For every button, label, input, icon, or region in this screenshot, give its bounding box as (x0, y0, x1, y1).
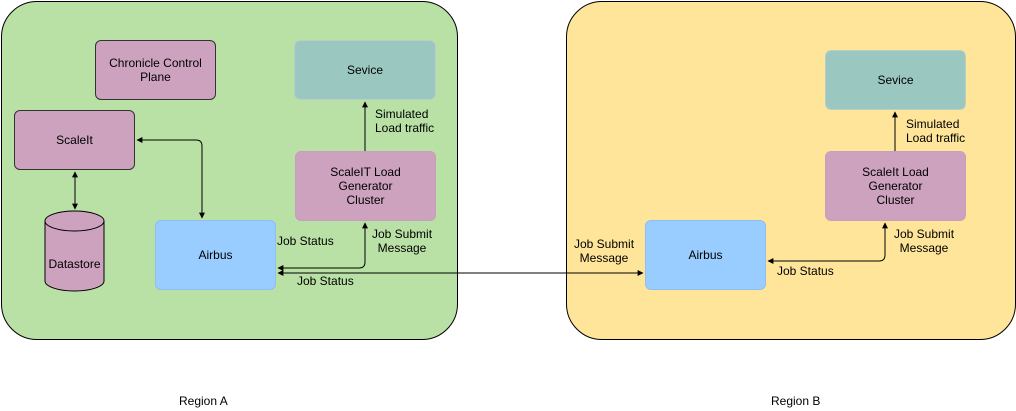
edge-label-job-submit-cross: Job Submit Message (574, 237, 635, 265)
database-cylinder-icon (44, 210, 105, 292)
edge-label-job-submit-b: Job Submit Message (894, 227, 955, 255)
scaleit-node: ScaleIt (14, 110, 135, 170)
load-generator-cluster-node-b: ScaleIt Load Generator Cluster (825, 151, 966, 221)
region-a-label: Region A (179, 394, 228, 408)
edge-label-job-submit-a: Job Submit Message (372, 227, 433, 255)
load-generator-cluster-node-a: ScaleIT Load Generator Cluster (295, 151, 436, 221)
airbus-node-b: Airbus (645, 220, 766, 290)
service-node-b: Sevice (825, 50, 966, 110)
edge-label-job-status-cross: Job Status (297, 274, 354, 288)
chronicle-control-plane-node: Chronicle Control Plane (95, 40, 216, 100)
datastore-label: Datastore (48, 257, 101, 271)
service-node-a: Sevice (294, 40, 436, 100)
edge-label-simulated-load-b: Simulated Load traffic (906, 117, 966, 145)
datastore-node: Datastore (44, 209, 105, 293)
edge-label-job-status-a: Job Status (277, 234, 334, 248)
airbus-node-a: Airbus (155, 220, 276, 290)
region-b-label: Region B (771, 394, 821, 408)
edge-label-job-status-b: Job Status (777, 264, 834, 278)
edge-label-simulated-load-a: Simulated Load traffic (375, 107, 435, 135)
